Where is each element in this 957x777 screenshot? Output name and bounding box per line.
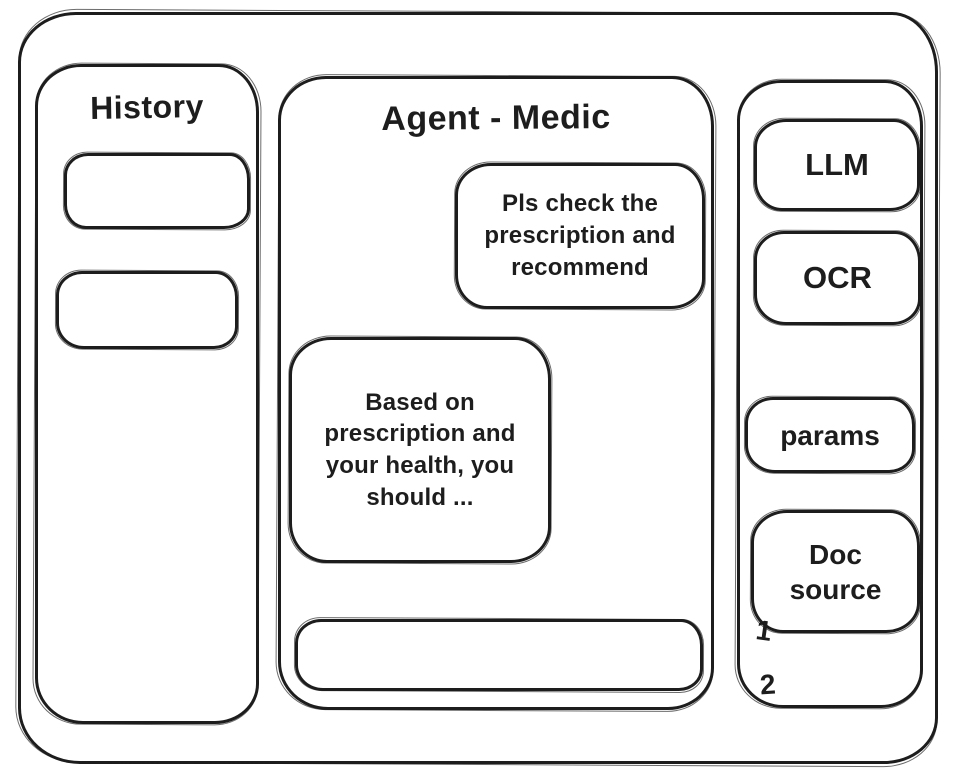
- history-item[interactable]: [56, 271, 238, 349]
- ocr-button[interactable]: OCR: [754, 231, 921, 325]
- doc-source-button-label: Doc source: [789, 538, 882, 605]
- chat-panel-title: Agent - Medic: [381, 97, 611, 139]
- chat-message-assistant: Based on prescription and your health, y…: [289, 337, 551, 563]
- chat-message-user-text: Pls check the prescription and recommend: [484, 190, 676, 281]
- params-button-label: params: [780, 419, 880, 451]
- doc-source-button[interactable]: Doc source: [751, 510, 920, 633]
- doc-source-item-2[interactable]: 2: [758, 668, 777, 701]
- ocr-button-label: OCR: [803, 259, 872, 295]
- llm-button-label: LLM: [805, 146, 869, 182]
- chat-input[interactable]: [298, 622, 700, 688]
- llm-button[interactable]: LLM: [754, 119, 920, 211]
- chat-message-assistant-text: Based on prescription and your health, y…: [324, 388, 516, 511]
- history-panel: History: [35, 64, 259, 724]
- chat-panel: Agent - Medic Pls check the prescription…: [278, 76, 714, 710]
- doc-source-item-1[interactable]: 1: [753, 614, 774, 647]
- tools-panel: LLM OCR params Doc source 1 2: [737, 80, 923, 708]
- history-item[interactable]: [64, 153, 250, 229]
- params-button[interactable]: params: [745, 397, 915, 473]
- history-panel-title: History: [89, 88, 205, 126]
- chat-message-user: Pls check the prescription and recommend: [455, 163, 705, 309]
- chat-input-bar: [295, 619, 703, 691]
